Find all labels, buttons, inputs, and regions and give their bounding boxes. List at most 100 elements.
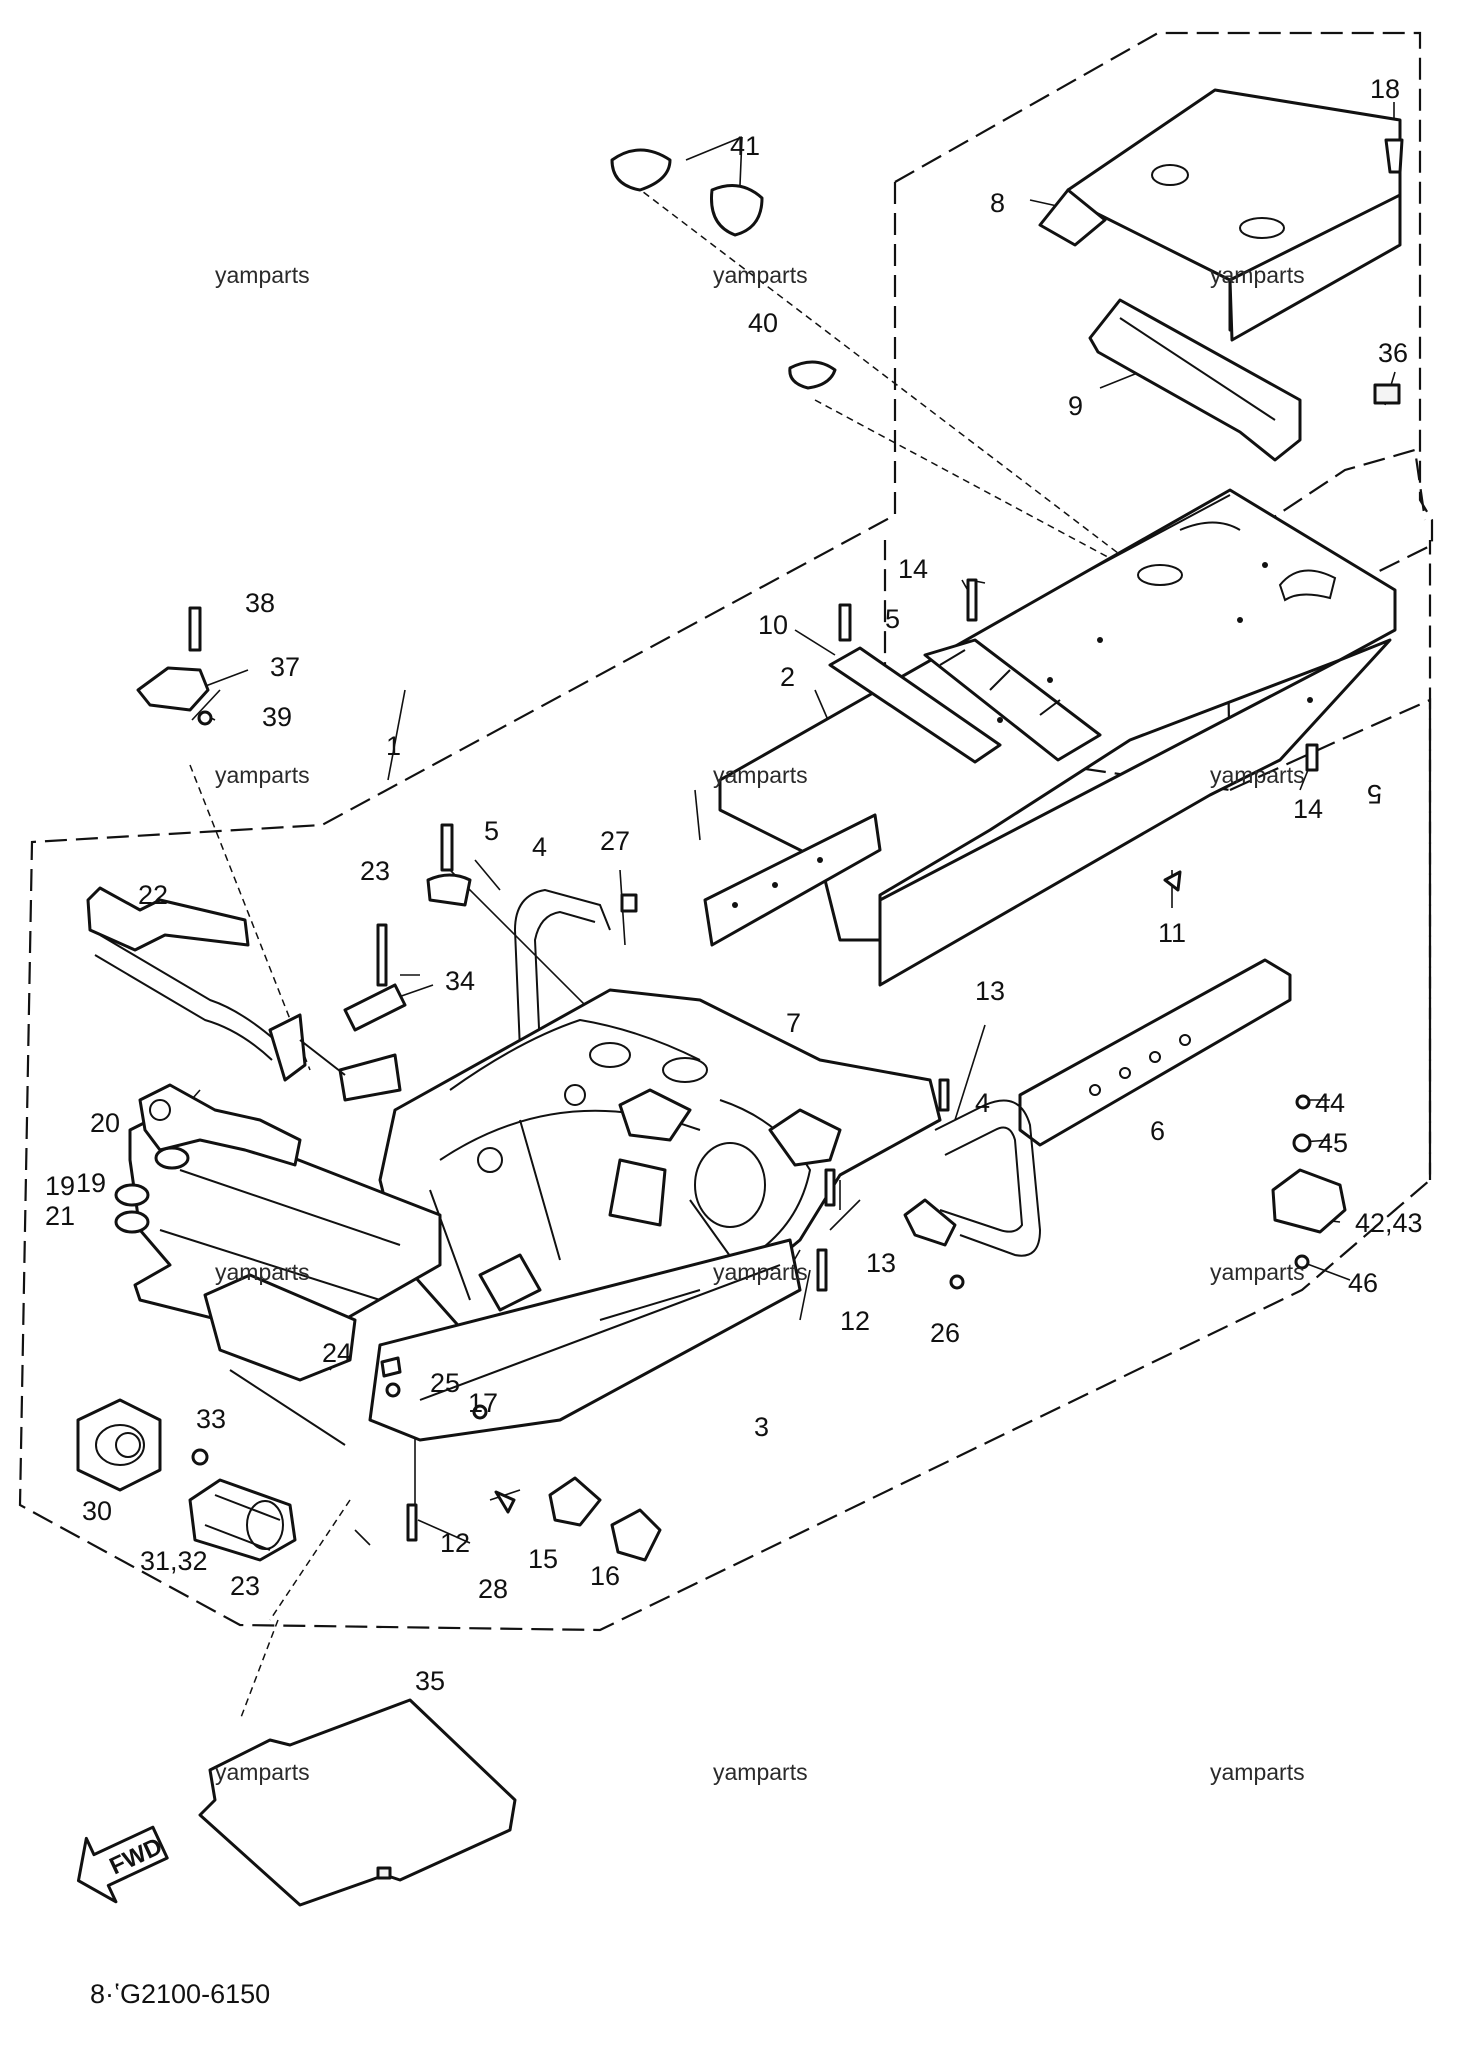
part-5-washer-front <box>426 873 472 907</box>
part-22-front-bar <box>86 886 402 1102</box>
part-15-clamp <box>548 1476 602 1527</box>
callout-42-43: 42,43 <box>1355 1208 1423 1238</box>
callout-5-rear: 5 <box>885 604 900 634</box>
callout-33: 33 <box>196 1404 226 1434</box>
callout-13-rear: 13 <box>975 976 1005 1006</box>
callout-18: 18 <box>1370 74 1400 104</box>
front-arm-brackets <box>138 1083 302 1167</box>
watermark-text: yamparts <box>215 1259 310 1285</box>
watermark-text: yamparts <box>713 1259 808 1285</box>
callout-4-front: 4 <box>532 832 547 862</box>
part-4-front-handle <box>513 888 611 1051</box>
part-13-bolt-b <box>824 1168 836 1207</box>
callout-16: 16 <box>590 1561 620 1591</box>
callout-35: 35 <box>415 1666 445 1696</box>
callout-45: 45 <box>1318 1128 1348 1158</box>
part-14-bolt-a <box>966 578 978 622</box>
part-4-rear-handle <box>934 1099 1042 1257</box>
part-18-bolt <box>1384 138 1404 174</box>
watermark-text: yamparts <box>215 762 310 788</box>
part-6-crossbar <box>1018 958 1292 1147</box>
callout-1: 1 <box>386 731 401 761</box>
callout-2: 2 <box>780 662 795 692</box>
part-40-grommet <box>788 360 837 390</box>
callout-14-rear: 14 <box>898 554 928 584</box>
callout-3: 3 <box>754 1412 769 1442</box>
part-12-bolt-a <box>816 1248 828 1292</box>
callout-44: 44 <box>1315 1088 1345 1118</box>
callout-23-upper: 23 <box>360 856 390 886</box>
watermark-text: yamparts <box>713 762 808 788</box>
callout-39: 39 <box>262 702 292 732</box>
part-34-bracket <box>343 983 407 1032</box>
part-46-nut <box>1294 1254 1310 1270</box>
part-33-nut <box>191 1448 209 1466</box>
callout-6: 6 <box>1150 1116 1165 1146</box>
callout-40: 40 <box>748 308 778 338</box>
callout-36: 36 <box>1378 338 1408 368</box>
part-3-skid-plate <box>368 1238 802 1442</box>
callout-5-side: 5 <box>1367 779 1382 809</box>
callout-46: 46 <box>1348 1268 1378 1298</box>
part-42-43-mount <box>1271 1168 1347 1234</box>
callout-12-front: 12 <box>440 1528 470 1558</box>
callout-25: 25 <box>430 1368 460 1398</box>
part-28-clip <box>494 1490 516 1514</box>
parts: FWD <box>76 88 1404 1907</box>
callout-37: 37 <box>270 652 300 682</box>
watermark-text: yamparts <box>713 262 808 288</box>
rear-bracket-boundary <box>1231 448 1427 546</box>
part-16-clamp <box>610 1508 662 1562</box>
forward-arrow: FWD <box>76 1825 169 1904</box>
part-30-guard <box>76 1398 162 1492</box>
part-35-floor-mat <box>198 1698 517 1907</box>
callout-19-lower: 19 <box>45 1171 75 1201</box>
callout-17: 17 <box>468 1388 498 1418</box>
callout-30: 30 <box>82 1496 112 1526</box>
callout-11: 11 <box>1158 918 1186 948</box>
part-23-bolt <box>376 923 388 987</box>
callout-9: 9 <box>1068 391 1083 421</box>
part-44-bolt <box>1295 1094 1311 1110</box>
watermark-text: yamparts <box>1210 1259 1305 1285</box>
main-frame-boundary <box>18 182 1432 1632</box>
part-27-nut <box>620 893 638 913</box>
part-7-side-panel <box>703 813 882 947</box>
part-31-32-sleeve <box>188 1478 297 1562</box>
callout-22: 22 <box>138 880 168 910</box>
callout-13-mid: 13 <box>866 1248 896 1278</box>
part-12-bolt-b <box>406 1503 418 1542</box>
diagram-code: 8·ʽG2100-6150 <box>90 1979 270 2009</box>
watermarks: yamparts yamparts yamparts yamparts yamp… <box>215 262 1305 1785</box>
callout-14-side: 14 <box>1293 794 1323 824</box>
callout-12-mid: 12 <box>840 1306 870 1336</box>
part-39-washer <box>197 710 213 726</box>
watermark-text: yamparts <box>713 1759 808 1785</box>
callout-34: 34 <box>445 966 475 996</box>
callout-21: 21 <box>45 1201 75 1231</box>
callout-20: 20 <box>90 1108 120 1138</box>
callout-5-front: 5 <box>484 816 499 846</box>
part-14-bolt-b <box>1305 743 1319 772</box>
callout-28: 28 <box>478 1574 508 1604</box>
callout-15: 15 <box>528 1544 558 1574</box>
callout-19-upper: 19 <box>76 1168 106 1198</box>
part-24-clip <box>380 1356 402 1378</box>
watermark-text: yamparts <box>1210 262 1305 288</box>
part-10-rails <box>828 638 1102 764</box>
callout-23-lower: 23 <box>230 1571 260 1601</box>
ancillary-boundary <box>1229 698 1432 1180</box>
part-45-nut <box>1292 1133 1312 1153</box>
callout-7: 7 <box>786 1008 801 1038</box>
part-4-rear-handle-mount <box>903 1198 957 1247</box>
watermark-text: yamparts <box>215 262 310 288</box>
callout-31-32: 31,32 <box>140 1546 208 1576</box>
part-11-pin <box>1163 870 1182 892</box>
part-26-washer <box>949 1274 965 1290</box>
callout-4-rear: 4 <box>975 1088 990 1118</box>
part-36-clip <box>1373 383 1401 405</box>
part-25-nut <box>385 1382 401 1398</box>
callout-24: 24 <box>322 1338 352 1368</box>
part-8-seat-bracket <box>1038 88 1402 342</box>
